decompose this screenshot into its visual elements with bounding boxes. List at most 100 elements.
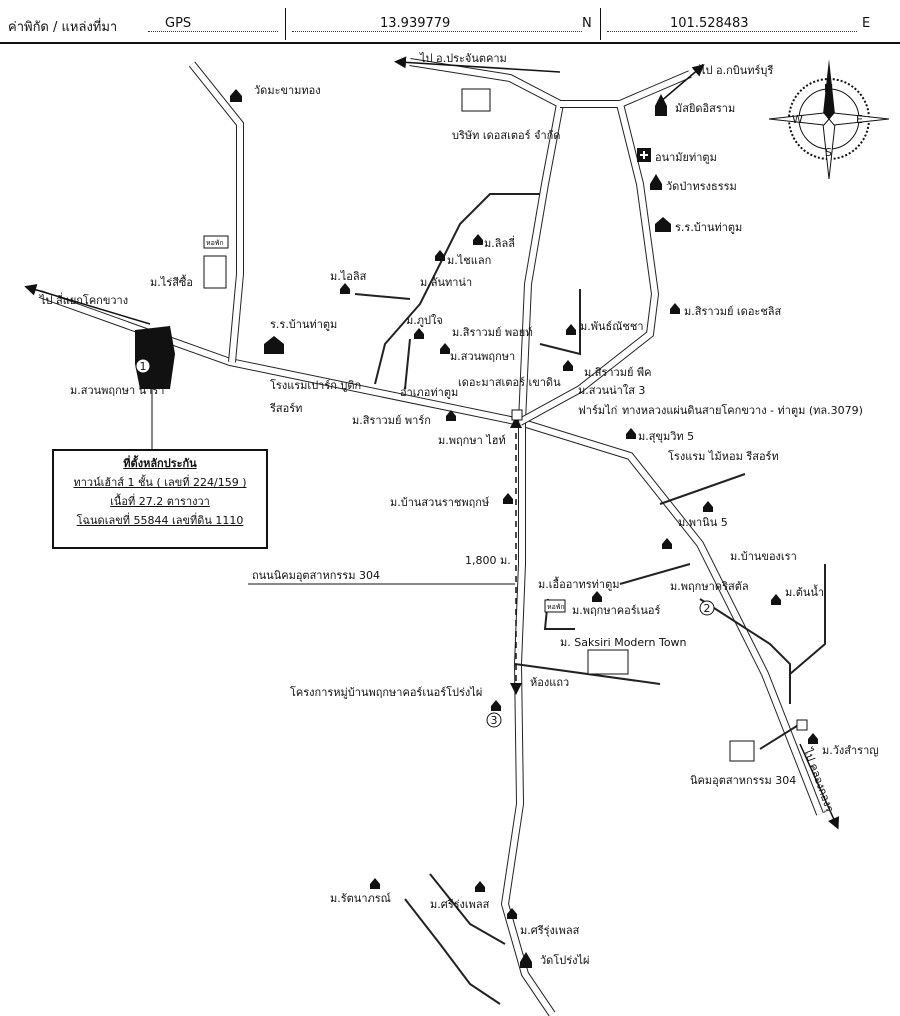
house-icon — [563, 360, 573, 371]
house-icon — [370, 878, 380, 889]
dorm-box — [544, 599, 566, 613]
label-m-pruksa-corner: ม.พฤกษาคอร์เนอร์ — [572, 604, 661, 617]
label-m-ailis: ม.ไอลิส — [330, 270, 367, 283]
label-m-phanin: ม.พานิน 5 — [678, 516, 728, 529]
label-m-suan-pruksa-nara: ม.สวนพฤกษา นารา — [70, 384, 164, 397]
compass-rose: N S W E — [768, 59, 890, 180]
dotted-line — [607, 30, 857, 32]
label-m-siri-rung-2: ม.ศรีรุ่งเพลส — [520, 924, 580, 937]
arrow-to-prachantakham — [394, 56, 561, 73]
label-m-ton-nam: ม.ต้นน้ำ — [785, 584, 824, 599]
label-ampur: อำเภอท่าตูม — [400, 386, 458, 399]
longitude-suffix: E — [862, 16, 871, 31]
label-to-bypass: ไป สี่แยกโคกขวาง — [39, 292, 128, 307]
label-m-ban-suan-rachapruek: ม.บ้านสวนราชพฤกษ์ — [390, 496, 489, 509]
gps-source: GPS — [165, 16, 192, 31]
label-m-sirarom-dechabalis: ม.สิราวมย์ เดอะชลิส — [684, 305, 782, 318]
marker-2-number: 2 — [704, 602, 711, 615]
temple-icon — [655, 94, 667, 116]
label-distance: 1,800 ม. — [465, 554, 511, 567]
label-m-suan-nai-sai: ม.สวนน่าใส 3 — [578, 384, 645, 397]
label-m-rattanaphon: ม.รัตนาภรณ์ — [330, 892, 391, 905]
label-to-kabinburi: ไป อ.กบินทร์บุรี — [699, 64, 773, 77]
house-icon — [435, 250, 445, 261]
marker-3-circle — [486, 712, 502, 728]
label-health-station: อนามัยท่าตูม — [655, 151, 717, 164]
house-icon — [592, 591, 602, 602]
house-icon — [503, 493, 513, 504]
label-m-siri-rung-1: ม.ศรีรุ่งเพลส — [430, 898, 490, 911]
label-m-pruksa-hyde: ม.พฤกษา ไฮท์ — [438, 434, 506, 447]
dorm-box — [203, 235, 229, 249]
label-m-sukhumvit: ม.สุขุมวิท 5 — [638, 430, 694, 443]
map-labels: วัดมะขามทอง บริษัท เดอสเตอร์ จำกัด ไป อ.… — [39, 52, 879, 967]
label-m-sirarom-park: ม.สิราวมย์ พาร์ก — [352, 414, 431, 427]
house-icon — [414, 328, 424, 339]
house-icon — [566, 324, 576, 335]
label-road-304: ถนนนิคมอุตสาหกรรม 304 — [252, 569, 380, 582]
compass-w: W — [792, 113, 803, 126]
compass-n: N — [824, 82, 833, 95]
house-icon — [703, 501, 713, 512]
label-m-luntana: ม.ลันทาน่า — [420, 276, 472, 289]
label-m-chaiyalek: ม.ไชแลก — [447, 254, 491, 267]
house-icons — [230, 88, 818, 968]
house-icon — [626, 428, 636, 439]
property-plot — [135, 326, 175, 389]
temple-icon — [520, 952, 532, 968]
house-icon — [491, 700, 501, 711]
junction-marker — [796, 719, 808, 731]
arrow-to-kabinburi — [659, 64, 705, 103]
label-nikhom-304: นิคมอุตสาหกรรม 304 — [690, 774, 796, 787]
header-label: ค่าพิกัด / แหล่งที่มา — [8, 20, 118, 35]
label-school-top: ร.ร.บ้านท่าตูม — [675, 221, 742, 234]
label-hotel-mai-hom: โรงแรม ไม้หอม รีสอร์ท — [668, 449, 779, 463]
school-icon — [655, 217, 671, 232]
label-hong-thaeo: ห้องแถว — [530, 676, 569, 689]
label-m-rai-si-ue: ม.ไร่สีซื้อ — [150, 274, 193, 289]
label-school: ร.ร.บ้านท่าตูม — [270, 318, 337, 331]
label-hotel-park: โรงแรมเปาร์ก บูติก — [270, 378, 361, 392]
marker-3-number: 3 — [491, 714, 498, 727]
header-divider — [600, 8, 601, 40]
main-roads — [38, 58, 824, 1016]
label-m-lili: ม.ลิลลี่ — [484, 235, 515, 250]
marker-2-circle — [699, 600, 715, 616]
label-highway: ทางหลวงแผ่นดินสายโคกขวาง - ท่าตูม (ทล.30… — [622, 403, 863, 417]
location-map: 1 2 3 N S W E — [24, 52, 890, 1016]
coordinate-header: ค่าพิกัด / แหล่งที่มา GPS 13.939779 N 10… — [0, 0, 900, 44]
house-icon — [473, 234, 483, 245]
collateral-info-box: ที่ตั้งหลักประกัน ทาวน์เฮ้าส์ 1 ชั้น ( เ… — [52, 449, 268, 549]
house-icon — [771, 594, 781, 605]
factory-icon — [461, 88, 491, 112]
label-to-prachantakham: ไป อ.ประจันตคาม — [419, 52, 507, 65]
label-m-ban-khong-rao: ม.บ้านของเรา — [730, 550, 797, 563]
label-wat-prong-phai: วัดโปร่งไผ่ — [540, 953, 589, 967]
house-icon — [475, 881, 485, 892]
temple-icon — [650, 174, 662, 190]
house-icon — [808, 733, 818, 744]
label-project-corner: โครงการหมู่บ้านพฤกษาคอร์เนอร์โปร่งไผ่ — [290, 685, 482, 699]
label-m-pruksa-khwisadi: ม.พฤกษาคริสตัล — [670, 580, 749, 593]
saksiri-building — [587, 649, 629, 675]
label-company: บริษัท เดอสเตอร์ จำกัด — [452, 129, 560, 142]
info-line1: ทาวน์เฮ้าส์ 1 ชั้น ( เลขที่ 224/159 ) — [73, 476, 247, 489]
label-m-wang-saran: ม.วังสำราญ — [822, 744, 879, 757]
label-wat-pa: วัดป่าทรงธรรม — [666, 180, 737, 193]
label-the-master: เดอะมาสเตอร์ เขาดิน — [458, 376, 561, 389]
dotted-line — [148, 30, 278, 32]
arrow-to-khlong-kong — [799, 743, 840, 830]
compass-s: S — [825, 146, 832, 159]
label-wat-makham: วัดมะขามทอง — [254, 84, 321, 97]
label-m-suan-pruksa: ม.สวนพฤกษา — [450, 350, 515, 363]
dorm-label: หอพัก — [547, 603, 565, 611]
house-icon — [507, 908, 517, 919]
label-m-phan-sansacha: ม.พันธ์ณัชชา — [580, 320, 644, 333]
factory-icon — [729, 740, 755, 762]
label-farm-kai: ฟาร์มไก่ — [578, 404, 617, 417]
label-resort: รีสอร์ท — [269, 402, 302, 415]
house-icon — [670, 303, 680, 314]
label-masjid: มัสยิดอิสราม — [675, 102, 735, 115]
longitude-value: 101.528483 — [670, 16, 749, 31]
marker-1-number: 1 — [140, 360, 147, 373]
